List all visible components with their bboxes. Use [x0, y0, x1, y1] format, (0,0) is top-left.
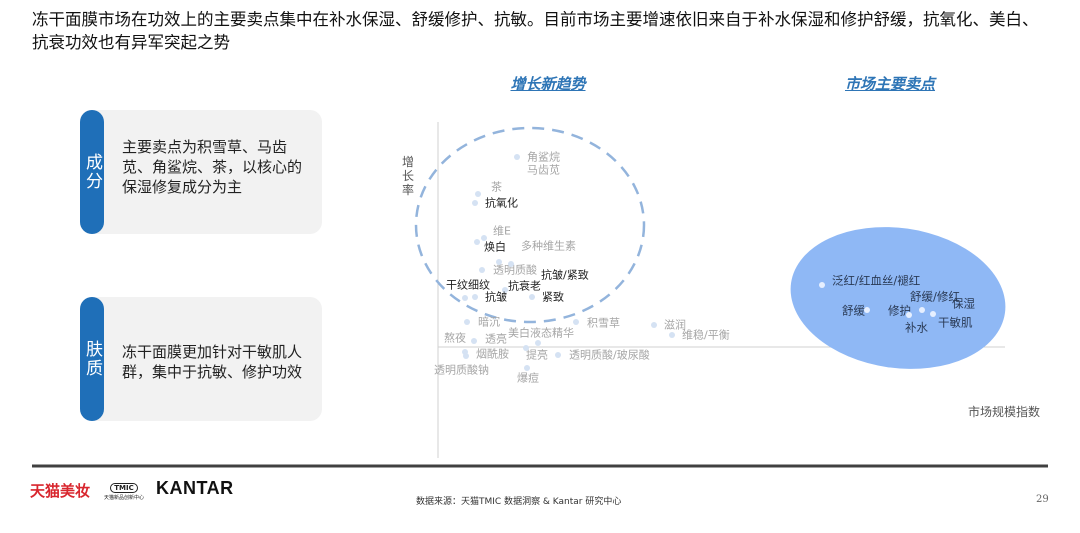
- trend-dot: [651, 322, 657, 328]
- tmall-beauty-logo: 天猫美妆: [30, 482, 91, 500]
- trend-label: 茶: [491, 180, 502, 194]
- data-source: 数据来源：天猫TMIC 数据洞察 & Kantar 研究中心: [416, 497, 622, 507]
- trend-dot: [535, 340, 541, 346]
- trend-label: 透明质酸钠: [434, 363, 489, 377]
- trend-dot: [508, 261, 514, 267]
- slide-title: 冻干面膜市场在功效上的主要卖点集中在补水保湿、舒缓修护、抗敏。目前市场主要增速依…: [32, 10, 1039, 52]
- trend-dot: [472, 200, 478, 206]
- trend-label: 美白液态精华: [508, 326, 574, 340]
- card-ingredients: [80, 110, 322, 234]
- trend-dot: [464, 319, 470, 325]
- trend-label: 积雪草: [587, 316, 620, 330]
- main-label: 泛红/红血丝/褪红: [832, 273, 921, 288]
- trend-label: 抗衰老: [508, 279, 541, 293]
- page-number: 29: [1036, 494, 1049, 505]
- trend-label: 烟酰胺: [476, 347, 509, 361]
- trend-label: 多种维生素: [521, 239, 576, 253]
- tag-skin-type: 肤质: [80, 297, 104, 421]
- trend-dot: [471, 338, 477, 344]
- trend-dashed-ellipse: [414, 126, 646, 324]
- main-label: 干敏肌: [938, 315, 973, 330]
- trend-label: 抗氧化: [485, 196, 518, 210]
- trend-dot: [669, 332, 675, 338]
- trend-dot: [502, 287, 508, 293]
- trend-label: 马齿苋: [527, 163, 560, 177]
- main-label: 补水: [905, 320, 928, 335]
- trend-label: 爆痘: [517, 371, 539, 385]
- x-axis-label: 市场规模指数: [968, 405, 1041, 419]
- main-label: 舒缓/修红: [910, 289, 960, 304]
- trend-dot: [474, 239, 480, 245]
- trend-dot: [523, 345, 529, 351]
- trend-dot: [475, 191, 481, 197]
- main-dot: [819, 282, 825, 288]
- trend-dot: [479, 267, 485, 273]
- main-dot: [864, 307, 870, 313]
- main-label: 舒缓: [842, 303, 865, 318]
- main-dot: [930, 311, 936, 317]
- trend-dot: [573, 319, 579, 325]
- trend-label: 角鲨烷: [527, 150, 560, 164]
- trend-label: 透亮: [485, 332, 507, 346]
- trend-label: 透明质酸: [493, 263, 537, 277]
- tmic-logo: TMIC 天猫新品创新中心: [104, 483, 145, 501]
- trend-dot: [463, 353, 469, 359]
- trend-label: 抗皱: [485, 290, 507, 304]
- trend-label: 透明质酸/玻尿酸: [569, 348, 650, 362]
- trend-dot: [462, 349, 468, 355]
- trend-label: 滋润: [664, 318, 686, 332]
- trend-label: 抗皱/紧致: [541, 268, 589, 282]
- trend-label: 维E: [493, 224, 511, 238]
- heading-selling: 市场主要卖点: [844, 75, 936, 93]
- card-skin-type: [80, 297, 322, 421]
- trend-label: 维稳/平衡: [682, 328, 730, 342]
- main-dot: [906, 312, 912, 318]
- trend-label: 干纹细纹: [446, 278, 490, 292]
- main-dot: [919, 307, 925, 313]
- trend-label: 焕白: [484, 240, 506, 254]
- card-ingredients-text: 主要卖点为积雪草、马齿苋、角鲨烷、茶，以核心的保湿修复成分为主: [122, 138, 303, 196]
- trend-dot: [514, 154, 520, 160]
- card-skin-type-text: 冻干面膜更加针对干敏肌人群，集中于抗敏、修护功效: [122, 343, 303, 381]
- trend-dot: [555, 352, 561, 358]
- trend-dot: [472, 294, 478, 300]
- trend-dot: [524, 365, 530, 371]
- main-label: 修护: [888, 303, 911, 318]
- trend-label: 提亮: [526, 348, 548, 362]
- trend-dot: [462, 295, 468, 301]
- kantar-logo: KANTAR: [156, 478, 234, 498]
- trend-dot: [496, 259, 502, 265]
- trend-dot: [529, 294, 535, 300]
- trend-label: 暗沉: [478, 315, 500, 329]
- heading-trend: 增长新趋势: [510, 75, 586, 93]
- tag-ingredients: 成分: [80, 110, 104, 234]
- trend-label: 紧致: [542, 290, 564, 304]
- trend-dot: [481, 235, 487, 241]
- main-selling-ellipse: [790, 227, 1006, 369]
- y-axis-label: 增长率: [402, 155, 415, 197]
- main-label: 保湿: [952, 296, 975, 311]
- trend-label: 熬夜: [444, 331, 466, 345]
